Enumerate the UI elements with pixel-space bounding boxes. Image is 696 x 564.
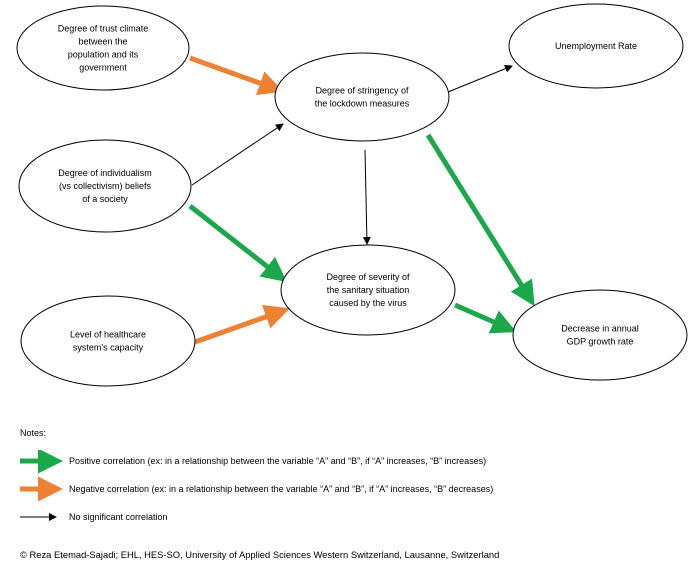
- node-healthcare-label-line: Level of healthcare: [70, 330, 146, 340]
- notes-title: Notes:: [20, 428, 47, 438]
- edge-stringency-to-gdp: [425, 133, 535, 307]
- edge-severity-to-gdp: [453, 302, 517, 334]
- node-stringency-ellipse: [274, 52, 450, 142]
- edge-healthcare-to-severity: [194, 304, 290, 345]
- edge-stringency-to-severity: [362, 149, 371, 245]
- node-trust-label-line: population and its: [68, 50, 139, 60]
- node-stringency-label-line: the lockdown measures: [315, 99, 410, 109]
- edges-layer: [188, 55, 535, 345]
- node-severity-ellipse: [280, 244, 456, 336]
- node-unemployment: Unemployment Rate: [508, 3, 684, 89]
- edge-stringency-to-unemployment: [447, 64, 513, 93]
- node-healthcare-label-line: system's capacity: [73, 343, 144, 353]
- edge-individualism-to-stringency: [191, 123, 284, 186]
- legend-arrows: [20, 450, 63, 521]
- node-trust-label-line: Degree of trust climate: [58, 24, 149, 34]
- node-healthcare-ellipse: [20, 295, 196, 387]
- node-gdp-label-line: Decrease in annual: [561, 324, 639, 334]
- node-individualism-label-line: of a society: [82, 194, 128, 204]
- node-individualism-label-line: Degree of individualism: [58, 168, 152, 178]
- node-trust: Degree of trust climate between the popula…: [16, 5, 190, 91]
- node-severity: Degree of severity of the sanitary situat…: [280, 244, 456, 336]
- nodes-layer: Degree of trust climate between the popula…: [16, 3, 688, 387]
- node-healthcare: Level of healthcare system's capacity: [20, 295, 196, 387]
- node-severity-label-line: caused by the virus: [329, 298, 407, 308]
- node-severity-label-line: the sanitary situation: [327, 285, 410, 295]
- legend-positive-label: Positive correlation (ex: in a relations…: [69, 456, 487, 466]
- copyright-footer: © Reza Etemad-Sajadi; EHL, HES-SO, Unive…: [20, 549, 500, 560]
- causal-diagram: Degree of trust climate between the popula…: [16, 3, 688, 387]
- node-unemployment-label-line: Unemployment Rate: [555, 41, 637, 51]
- node-stringency: Degree of stringency of the lockdown meas…: [274, 52, 450, 142]
- node-stringency-label-line: Degree of stringency of: [315, 86, 409, 96]
- node-individualism-ellipse: [18, 139, 192, 233]
- node-trust-label-line: between the: [78, 37, 127, 47]
- edge-individualism-to-severity: [188, 204, 287, 283]
- node-trust-ellipse: [16, 5, 190, 91]
- node-individualism: Degree of individualism (vs collectivism)…: [18, 139, 192, 233]
- node-severity-label-line: Degree of severity of: [326, 272, 410, 282]
- node-trust-label-line: government: [79, 63, 127, 73]
- node-individualism-label-line: (vs collectivism) beliefs: [59, 181, 152, 191]
- node-unemployment-ellipse: [508, 3, 684, 89]
- node-gdp-ellipse: [512, 289, 688, 381]
- legend-neutral-label: No significant correlation: [69, 512, 168, 522]
- legend-negative-label: Negative correlation (ex: in a relations…: [69, 484, 494, 494]
- edge-trust-to-stringency: [189, 55, 284, 95]
- node-gdp-label-line: GDP growth rate: [567, 337, 634, 347]
